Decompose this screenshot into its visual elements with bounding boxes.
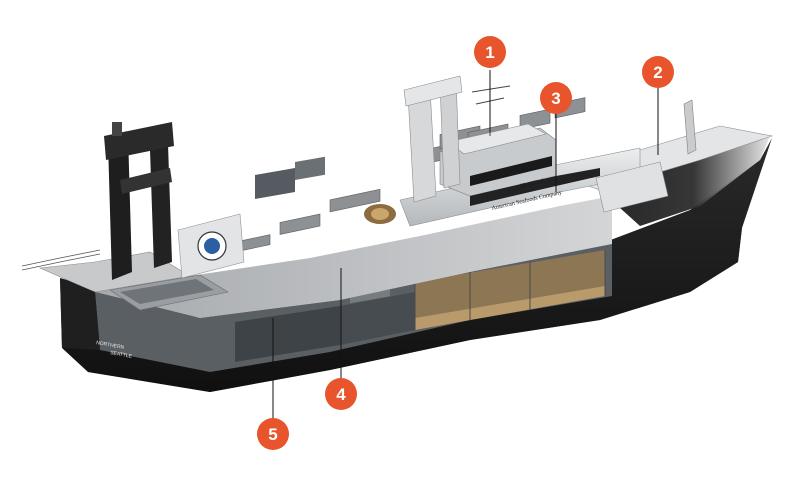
home-port-label: SEATTLE bbox=[110, 350, 133, 360]
ship-name-label: SEATTLE bbox=[519, 178, 545, 190]
stern-rail bbox=[21, 249, 101, 271]
callout-number-2: 2 bbox=[653, 63, 662, 82]
processing-deck bbox=[95, 196, 612, 318]
receiving-bins bbox=[109, 274, 229, 311]
engine-room-mid bbox=[340, 292, 415, 345]
callout-marker-5[interactable]: 5 bbox=[257, 418, 289, 450]
trawl-winches bbox=[255, 156, 396, 224]
callout-marker-1[interactable]: 1 bbox=[474, 36, 506, 68]
hull-stripe bbox=[470, 168, 600, 206]
bow-flare bbox=[600, 136, 770, 226]
callout-number-5: 5 bbox=[268, 425, 277, 444]
fwd-deckhouse bbox=[595, 161, 669, 213]
bow-mast bbox=[683, 99, 697, 155]
bridge-windows bbox=[470, 156, 552, 186]
stern-hull bbox=[60, 278, 100, 350]
fish-hold-floor bbox=[415, 286, 605, 330]
callout-marker-4[interactable]: 4 bbox=[325, 378, 357, 410]
engine-room-aft bbox=[235, 306, 340, 362]
callout-number-1: 1 bbox=[485, 43, 494, 62]
callout-number-3: 3 bbox=[551, 89, 560, 108]
callout-marker-3[interactable]: 3 bbox=[540, 82, 572, 114]
callout-number-4: 4 bbox=[336, 385, 346, 404]
callout-marker-2[interactable]: 2 bbox=[642, 56, 674, 88]
aft-gantry bbox=[104, 122, 174, 280]
callout-leaders bbox=[272, 70, 659, 418]
a-frame-mast bbox=[403, 75, 463, 203]
net-drum-housing bbox=[177, 213, 245, 279]
port-name-label: NORTHERN bbox=[96, 340, 125, 351]
